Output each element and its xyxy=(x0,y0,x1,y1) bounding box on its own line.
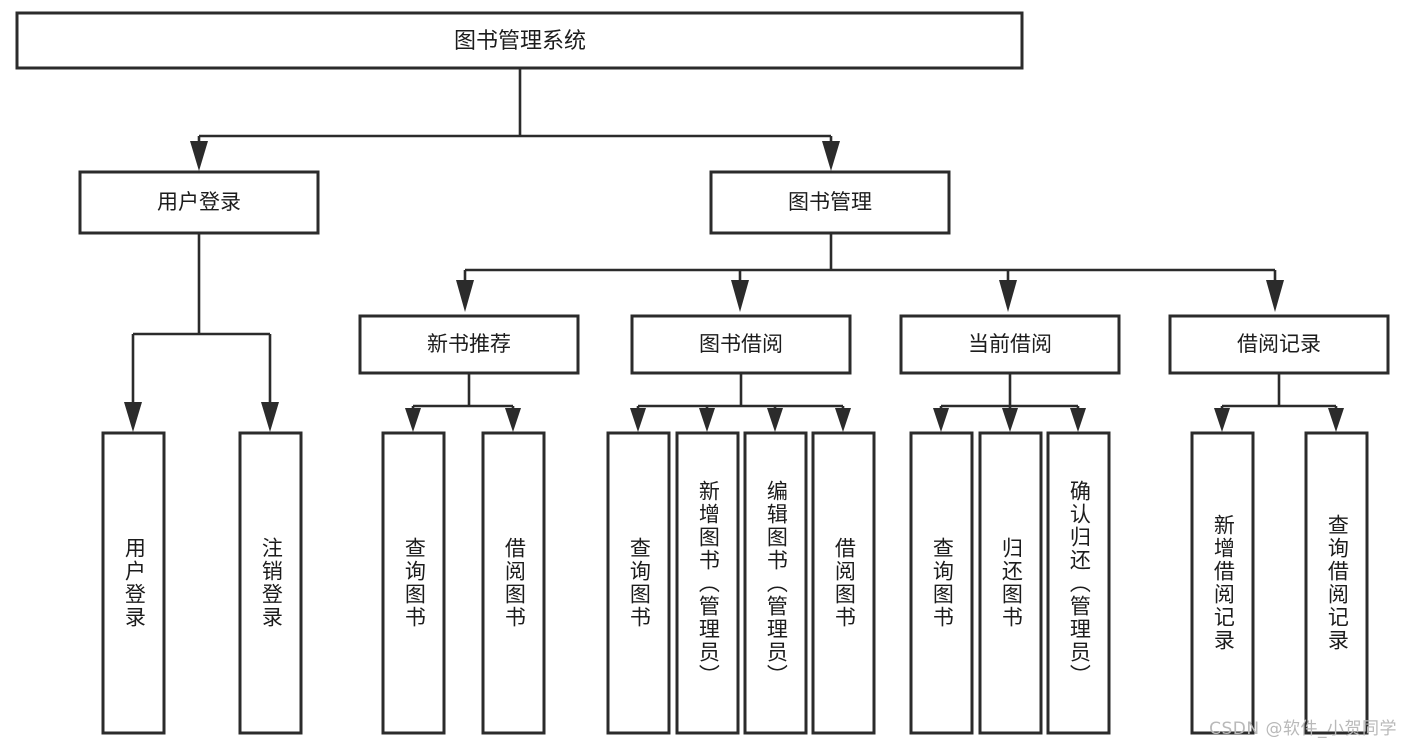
arrow-head-bookborrow-leaf-2 xyxy=(699,408,715,432)
node-current-borrow-label: 当前借阅 xyxy=(968,332,1052,356)
arrow-head-current-borrow xyxy=(999,280,1017,312)
arrow-head-new-book xyxy=(456,280,474,312)
arrow-head-leaf-logout xyxy=(261,402,279,432)
connector-layer xyxy=(124,68,1344,432)
arrow-head-borrow-record xyxy=(1266,280,1284,312)
node-root-label: 图书管理系统 xyxy=(454,29,586,54)
node-book-borrow-box[interactable] xyxy=(630,314,852,375)
leaf-box-confirm-return-admin[interactable] xyxy=(1046,431,1111,735)
node-book-borrow[interactable]: 图书借阅 xyxy=(630,314,852,375)
arrow-head-borrowrecord-leaf-2 xyxy=(1328,408,1344,432)
arrow-head-currentborrow-leaf-3 xyxy=(1070,408,1086,432)
node-book-manage-box[interactable] xyxy=(709,170,951,235)
arrow-head-book-manage xyxy=(822,141,840,171)
node-borrow-record-box[interactable] xyxy=(1168,314,1390,375)
node-borrow-record-label: 借阅记录 xyxy=(1237,332,1321,356)
node-borrow-record[interactable]: 借阅记录 xyxy=(1168,314,1390,375)
leaf-box-borrow-book-2[interactable] xyxy=(811,431,876,735)
leaf-box-query-book-1[interactable] xyxy=(381,431,446,735)
leaf-box-add-book-admin[interactable] xyxy=(675,431,740,735)
node-user-login-label: 用户登录 xyxy=(157,190,241,214)
leaf-box-borrow-book-1[interactable] xyxy=(481,431,546,735)
arrow-head-currentborrow-leaf-2 xyxy=(1002,408,1018,432)
arrow-head-bookborrow-leaf-4 xyxy=(835,408,851,432)
node-new-book-recommend[interactable]: 新书推荐 xyxy=(358,314,580,375)
node-root[interactable]: 图书管理系统 xyxy=(15,11,1024,70)
node-new-book-recommend-box[interactable] xyxy=(358,314,580,375)
arrow-head-bookborrow-leaf-1 xyxy=(630,408,646,432)
leaf-box-logout[interactable] xyxy=(238,431,303,735)
node-user-login[interactable]: 用户登录 xyxy=(78,170,320,235)
leaf-box-query-book-3[interactable] xyxy=(909,431,974,735)
node-root-box[interactable] xyxy=(15,11,1024,70)
arrow-head-user-login xyxy=(190,141,208,171)
node-book-manage-label: 图书管理 xyxy=(788,190,872,214)
arrow-head-newbook-leaf-2 xyxy=(505,408,521,432)
leaf-box-return-book[interactable] xyxy=(978,431,1043,735)
node-user-login-box[interactable] xyxy=(78,170,320,235)
node-current-borrow-box[interactable] xyxy=(899,314,1121,375)
leaf-box-edit-book-admin[interactable] xyxy=(743,431,808,735)
node-current-borrow[interactable]: 当前借阅 xyxy=(899,314,1121,375)
arrow-head-leaf-user-login xyxy=(124,402,142,432)
arrow-head-currentborrow-leaf-1 xyxy=(933,408,949,432)
node-book-borrow-label: 图书借阅 xyxy=(699,332,783,356)
leaf-box-user-login[interactable] xyxy=(101,431,166,735)
leaf-box-query-book-2[interactable] xyxy=(606,431,671,735)
arrow-head-borrowrecord-leaf-1 xyxy=(1214,408,1230,432)
node-book-manage[interactable]: 图书管理 xyxy=(709,170,951,235)
leaf-box-add-borrow-record[interactable] xyxy=(1190,431,1255,735)
node-layer: 图书管理系统 用户登录 图书管理 新书推荐 图书借阅 xyxy=(15,11,1390,735)
arrow-head-book-borrow xyxy=(731,280,749,312)
node-new-book-recommend-label: 新书推荐 xyxy=(427,332,511,356)
arrow-head-newbook-leaf-1 xyxy=(405,408,421,432)
leaf-box-query-borrow-record[interactable] xyxy=(1304,431,1369,735)
arrow-head-bookborrow-leaf-3 xyxy=(767,408,783,432)
